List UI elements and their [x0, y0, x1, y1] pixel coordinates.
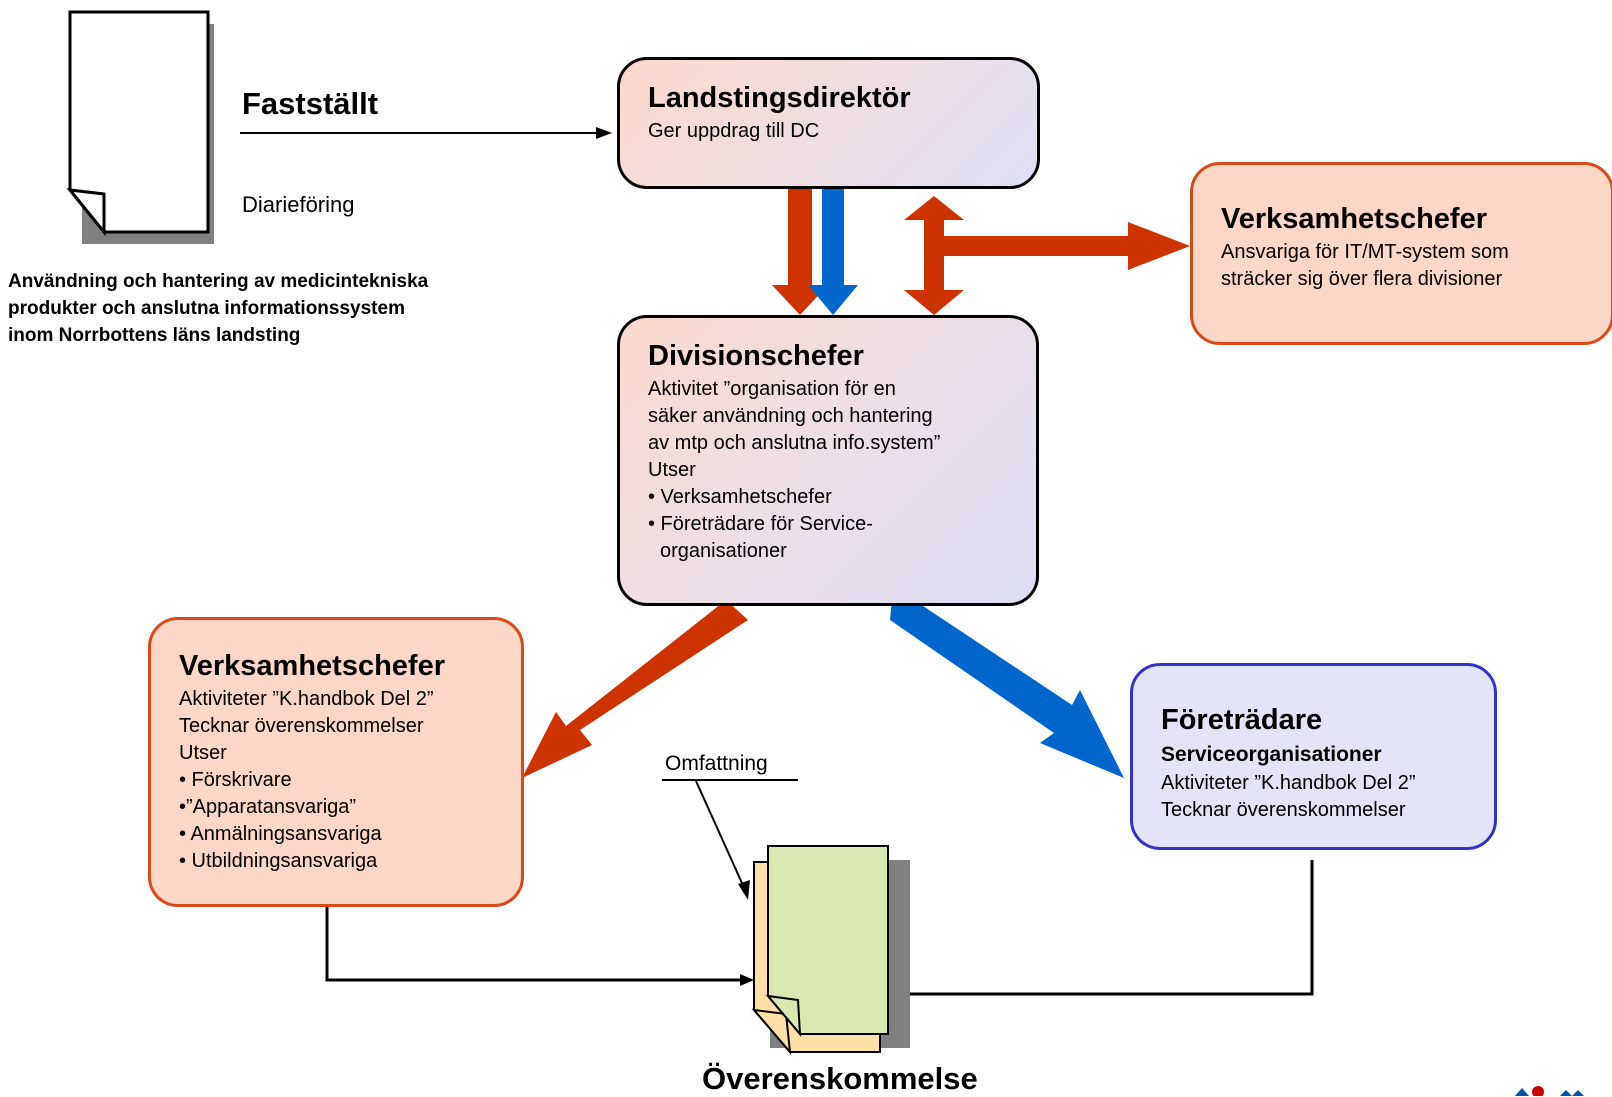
- node-bullet: • Utbildningsansvariga: [179, 850, 378, 872]
- node-text: sträcker sig över flera divisioner: [1221, 268, 1503, 290]
- logo-icon: [1515, 1086, 1584, 1096]
- node-text: Utser: [179, 742, 227, 764]
- red-diagonal-arrow-left: [522, 600, 748, 778]
- node-text: Utser: [648, 459, 696, 481]
- node-bullet: • Anmälningsansvariga: [179, 823, 382, 845]
- node-verksamhetschefer-left: Verksamhetschefer Aktiviteter ”K.handbok…: [148, 617, 524, 907]
- node-bullet: •”Apparatansvariga”: [179, 796, 357, 818]
- node-text: Tecknar överenskommelser: [179, 715, 424, 737]
- node-bullet: organisationer: [660, 540, 787, 562]
- node-text: Aktiviteter ”K.handbok Del 2”: [179, 688, 434, 710]
- node-foretradare: Företrädare Serviceorganisationer Aktivi…: [1130, 663, 1497, 850]
- red-down-arrow-ld-dc: [772, 188, 828, 315]
- overenskommelse-label: Överenskommelse: [702, 1061, 978, 1096]
- document-title-line: Användning och hantering av medicintekni…: [8, 271, 429, 292]
- node-text: säker användning och hantering: [648, 405, 933, 427]
- blue-down-arrow-ld-dc: [808, 188, 858, 315]
- blue-diagonal-arrow-right: [890, 600, 1124, 778]
- red-arrow-to-verksamhetschefer-right: [944, 222, 1190, 270]
- node-title: Landstingsdirektör: [648, 82, 911, 114]
- node-text: Aktiviteter ”K.handbok Del 2”: [1161, 772, 1416, 794]
- node-subtitle: Serviceorganisationer: [1161, 743, 1382, 766]
- node-divisionschefer: Divisionschefer Aktivitet ”organisation …: [617, 315, 1039, 606]
- node-bullet: • Verksamhetschefer: [648, 486, 832, 508]
- document-title-line: produkter och anslutna informationssyste…: [8, 298, 405, 319]
- node-title: Verksamhetschefer: [179, 650, 445, 682]
- omfattning-label: Omfattning: [665, 752, 768, 775]
- node-verksamhetschefer-right: Verksamhetschefer Ansvariga för IT/MT-sy…: [1190, 162, 1612, 345]
- node-title: Företrädare: [1161, 704, 1323, 736]
- faststallt-arrow: [240, 127, 612, 139]
- node-text: Tecknar överenskommelser: [1161, 799, 1406, 821]
- document-title: Användning och hantering av medicintekni…: [8, 268, 428, 349]
- diarieforing-label: Diarieföring: [242, 192, 355, 217]
- node-landstingsdirektor: Landstingsdirektör Ger uppdrag till DC: [617, 57, 1040, 189]
- node-text: Ansvariga för IT/MT-system som: [1221, 241, 1509, 263]
- node-text: Ger uppdrag till DC: [648, 120, 820, 142]
- node-text: av mtp och anslutna info.system”: [648, 432, 941, 454]
- agreement-document-stack: [751, 845, 910, 1056]
- node-title: Divisionschefer: [648, 340, 864, 372]
- connector-right: [894, 860, 1314, 1000]
- connector-left: [325, 906, 754, 986]
- node-bullet: • Förskrivare: [179, 769, 292, 791]
- node-title: Verksamhetschefer: [1221, 203, 1487, 235]
- omfattning-pointer: [662, 779, 798, 900]
- document-icon: [66, 10, 214, 244]
- red-double-arrow-vertical: [904, 196, 964, 315]
- faststallt-label: Fastställt: [242, 86, 379, 121]
- node-bullet: • Företrädare för Service-: [648, 513, 873, 535]
- node-text: Aktivitet ”organisation för en: [648, 378, 896, 400]
- document-title-line: inom Norrbottens läns landsting: [8, 325, 301, 346]
